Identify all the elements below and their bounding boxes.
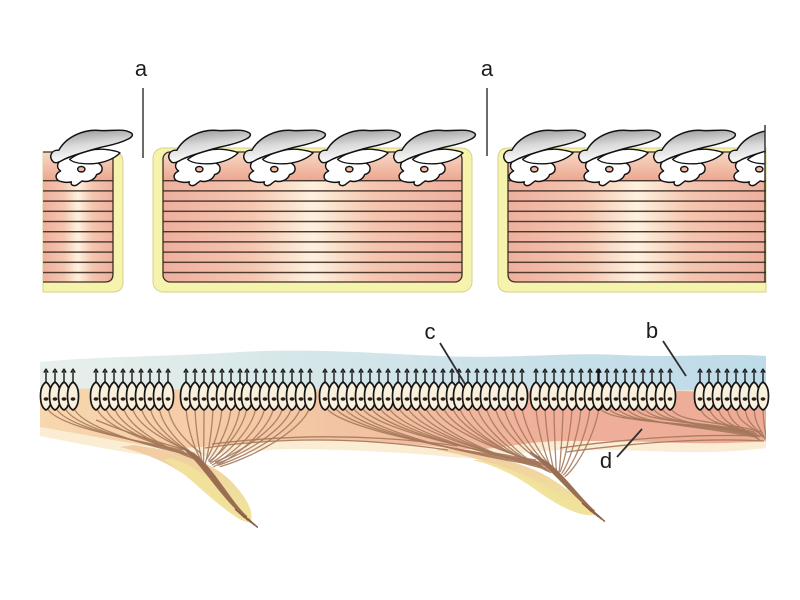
label-c-pointer — [439, 342, 466, 385]
nerve-fiber-tip — [594, 512, 606, 523]
nerve-fiber — [433, 403, 547, 465]
nerve-fiber — [360, 403, 537, 461]
nerve-trunk-left-glow — [164, 458, 250, 522]
label-c: c — [424, 319, 436, 344]
nerve-fiber — [451, 403, 551, 468]
label-a-left: a — [134, 56, 148, 81]
nerve-fiber — [54, 403, 185, 453]
nerve-fiber — [63, 403, 187, 454]
nerve-bundle-fiber — [195, 455, 248, 518]
nerve-fiber — [216, 403, 293, 465]
nerve-bundle-fiber — [546, 461, 596, 513]
label-b: b — [645, 318, 659, 343]
nerve-fiber — [624, 403, 754, 438]
nerve-fiber — [415, 403, 544, 468]
nerve-fiber — [651, 403, 759, 436]
label-a-right: a — [480, 56, 494, 81]
nerve-fiber — [351, 403, 535, 466]
block-middle — [152, 147, 473, 293]
nerve-bundles-layer — [181, 446, 606, 529]
nerve-fiber-tip — [247, 518, 259, 529]
nerve-fiber — [219, 403, 311, 468]
top-panel-blocks — [42, 88, 767, 293]
nerve-fiber — [397, 403, 541, 465]
label-b-pointer — [662, 340, 687, 377]
bottom-panel-epithelium — [39, 340, 770, 529]
nerve-fiber — [218, 403, 302, 466]
nerve-trunk-right-glow — [472, 460, 593, 516]
nerve-fiber — [406, 403, 543, 467]
surface-scales — [50, 125, 766, 282]
nerve-fiber — [424, 403, 546, 470]
label-d-pointer — [616, 428, 643, 458]
label-d: d — [599, 448, 613, 473]
nerve-fiber — [72, 403, 188, 456]
block-right — [497, 147, 767, 293]
nerve-fiber — [333, 403, 532, 463]
nerve-fiber — [442, 403, 549, 467]
nerve-fiber — [342, 403, 533, 464]
nerve-fiber — [485, 403, 552, 474]
nerve-fiber — [369, 403, 538, 463]
